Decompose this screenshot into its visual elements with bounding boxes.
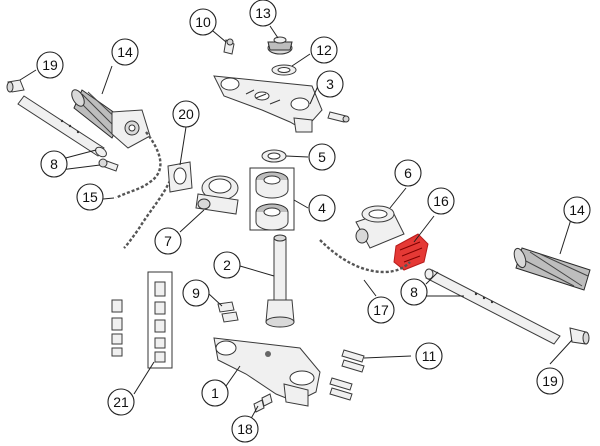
callout-label-21: 21 bbox=[113, 394, 129, 410]
callout-18: 18 bbox=[231, 415, 259, 443]
hardware-kit-21 bbox=[111, 271, 173, 369]
callout-6: 6 bbox=[394, 159, 422, 187]
top-nut-13 bbox=[267, 36, 293, 55]
bolts-11 bbox=[329, 349, 365, 401]
callout-label-14-left: 14 bbox=[117, 44, 133, 60]
callout-label-8-left: 8 bbox=[50, 156, 58, 172]
cable-20 bbox=[123, 175, 174, 249]
callout-label-12: 12 bbox=[316, 42, 332, 58]
bearing-group-frame bbox=[249, 167, 295, 231]
callout-20: 20 bbox=[172, 100, 200, 128]
callout-label-3: 3 bbox=[326, 76, 334, 92]
callout-label-19-left: 19 bbox=[42, 57, 58, 73]
bar-end-cap-right bbox=[569, 327, 590, 345]
callout-label-20: 20 bbox=[178, 106, 194, 122]
clips-9 bbox=[217, 301, 239, 323]
bolt-3 bbox=[327, 111, 350, 123]
callout-label-14-right: 14 bbox=[569, 202, 585, 218]
callout-11: 11 bbox=[415, 342, 443, 370]
clamp-7 bbox=[195, 175, 239, 215]
callout-label-1: 1 bbox=[211, 385, 219, 401]
callout-12: 12 bbox=[310, 36, 338, 64]
callout-4: 4 bbox=[308, 194, 336, 222]
callout-label-6: 6 bbox=[404, 165, 412, 181]
bearing-4-upper bbox=[255, 171, 289, 199]
callout-17: 17 bbox=[367, 296, 395, 324]
dust-seal-5 bbox=[261, 149, 287, 163]
bottom-triple-clamp-1 bbox=[213, 337, 321, 407]
callout-label-17: 17 bbox=[373, 302, 389, 318]
throttle-grip-left bbox=[71, 89, 151, 149]
callout-label-2: 2 bbox=[223, 257, 231, 273]
callout-label-19-right: 19 bbox=[542, 373, 558, 389]
callout-label-16: 16 bbox=[433, 193, 449, 209]
top-triple-clamp-3 bbox=[213, 75, 323, 133]
callout-label-5: 5 bbox=[318, 149, 326, 165]
bar-end-cap-left bbox=[6, 79, 25, 93]
callout-10: 10 bbox=[189, 8, 217, 36]
callout-16: 16 bbox=[427, 187, 455, 215]
grip-right bbox=[513, 247, 591, 291]
callout-15: 15 bbox=[76, 183, 104, 211]
callout-3: 3 bbox=[316, 70, 344, 98]
clamp-6 bbox=[355, 205, 405, 249]
callout-13: 13 bbox=[249, 0, 277, 27]
callout-7: 7 bbox=[154, 227, 182, 255]
steering-stem-2 bbox=[265, 234, 295, 328]
callout-label-10: 10 bbox=[195, 14, 211, 30]
bolt-10 bbox=[223, 38, 235, 55]
callout-label-7: 7 bbox=[164, 233, 172, 249]
cable-clip-20 bbox=[167, 161, 193, 193]
callout-1: 1 bbox=[201, 379, 229, 407]
washer-12 bbox=[271, 64, 297, 76]
callout-21: 21 bbox=[107, 388, 135, 416]
callout-19-left: 19 bbox=[36, 51, 64, 79]
highlighted-part-16 bbox=[393, 233, 429, 271]
handlebar-right bbox=[424, 268, 561, 345]
callout-label-13: 13 bbox=[255, 5, 271, 21]
callout-14-right: 14 bbox=[563, 196, 591, 224]
callout-label-15: 15 bbox=[82, 189, 98, 205]
callout-label-9: 9 bbox=[192, 285, 200, 301]
throttle-cable-left bbox=[115, 131, 162, 200]
callout-5: 5 bbox=[308, 143, 336, 171]
callout-label-11: 11 bbox=[422, 348, 437, 364]
callout-8-left: 8 bbox=[40, 150, 68, 178]
callout-label-4: 4 bbox=[318, 200, 326, 216]
callout-2: 2 bbox=[213, 251, 241, 279]
bearing-4-lower bbox=[255, 203, 289, 231]
callout-8-right: 8 bbox=[400, 278, 428, 306]
callout-19-right: 19 bbox=[536, 367, 564, 395]
callout-label-8-right: 8 bbox=[410, 284, 418, 300]
handlebar-left bbox=[17, 95, 107, 158]
throttle-cable-17 bbox=[319, 239, 411, 274]
callout-9: 9 bbox=[182, 279, 210, 307]
callout-label-18: 18 bbox=[237, 421, 253, 437]
screw-15 bbox=[98, 158, 119, 172]
callout-14-left: 14 bbox=[111, 38, 139, 66]
